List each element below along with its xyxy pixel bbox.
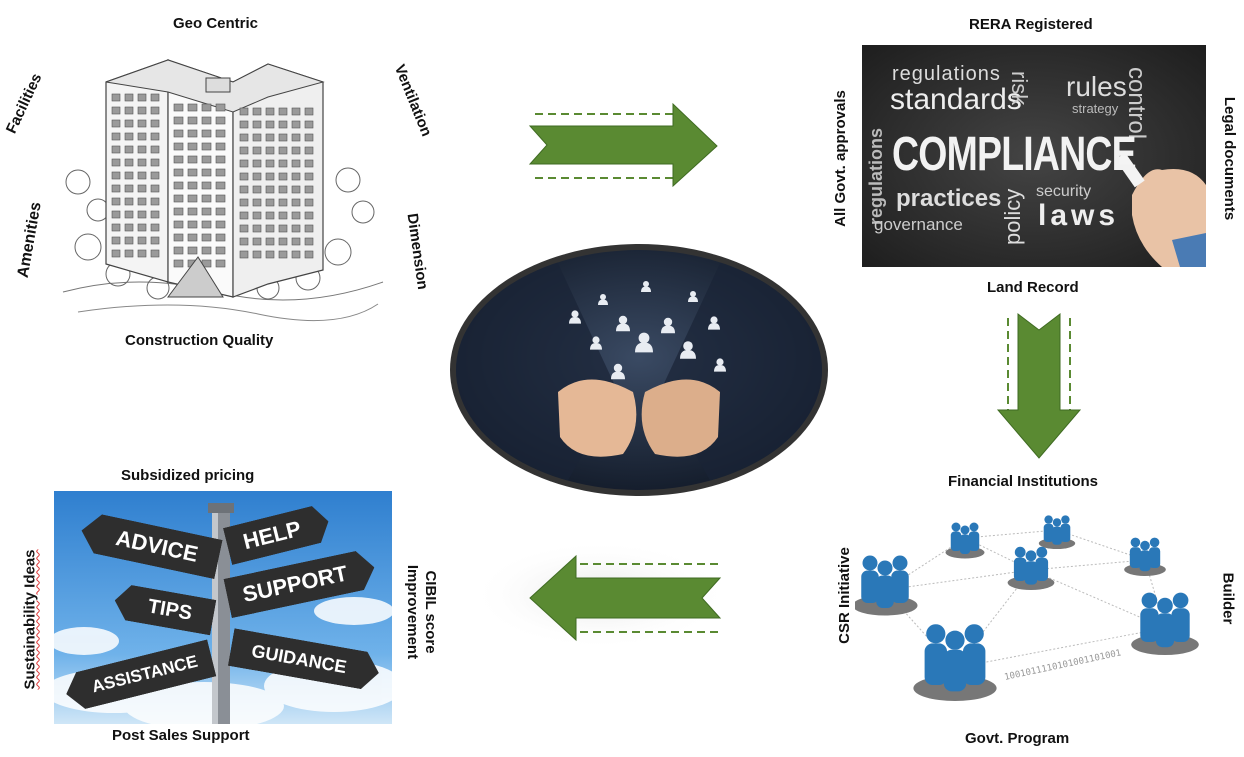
board-word: standards: [890, 83, 1022, 116]
board-word: regulations: [866, 127, 886, 225]
board-word: strategy: [1072, 101, 1119, 116]
arrow-right: [525, 100, 720, 188]
label-geo-centric: Geo Centric: [173, 15, 259, 32]
label-financial-institutions: Financial Institutions: [948, 473, 1099, 490]
label-builder: Builder: [1219, 572, 1237, 625]
center-hands-oval: [448, 242, 830, 498]
board-word: governance: [874, 215, 963, 234]
board-word: security: [1036, 183, 1092, 200]
board-word: practices: [896, 185, 1002, 212]
label-cibil-score-improvement: CIBIL score Improvement: [399, 557, 439, 667]
label-govt-program: Govt. Program: [965, 730, 1070, 747]
label-facilities: Facilities: [2, 70, 46, 137]
people-network: 1001011110101001101001: [855, 508, 1210, 718]
board-word: laws: [1038, 199, 1120, 232]
label-all-govt-approvals: All Govt. approvals: [831, 90, 849, 227]
board-word: rules: [1066, 71, 1127, 102]
signpost-photo: ADVICE HELP TIPS SUPPORT ASSISTANCE GUID…: [54, 491, 392, 724]
label-ventilation: Ventilation: [390, 62, 436, 139]
label-legal-documents: Legal documents: [1221, 96, 1239, 221]
label-subsidized-pricing: Subsidized pricing: [121, 467, 255, 484]
label-dimension: Dimension: [403, 212, 432, 291]
label-construction-quality: Construction Quality: [125, 332, 274, 349]
board-word: risk: [1007, 71, 1032, 106]
label-rera-registered: RERA Registered: [969, 16, 1093, 33]
label-sustainability-ideas: Sustainability Ideas: [21, 549, 39, 690]
label-amenities: Amenities: [14, 200, 45, 280]
label-land-record: Land Record: [987, 279, 1079, 296]
arrow-down: [996, 312, 1082, 460]
board-word: COMPLIANCE: [892, 128, 1137, 181]
label-csr-initiative: CSR Initiative: [835, 547, 853, 644]
binary-text: 1001011110101001101001: [1004, 648, 1123, 683]
board-word: policy: [1000, 188, 1025, 245]
arrow-left: [470, 540, 730, 650]
label-cibil-line2: Improvement: [404, 564, 421, 660]
sign-tips-text: TIPS: [146, 594, 194, 625]
board-word: regulations: [892, 63, 1001, 85]
compliance-board: regulations standards risk rules strateg…: [862, 45, 1206, 267]
building-sketch: [58, 42, 388, 327]
label-post-sales-support: Post Sales Support: [112, 727, 250, 744]
label-cibil-line1: CIBIL score: [422, 570, 439, 654]
